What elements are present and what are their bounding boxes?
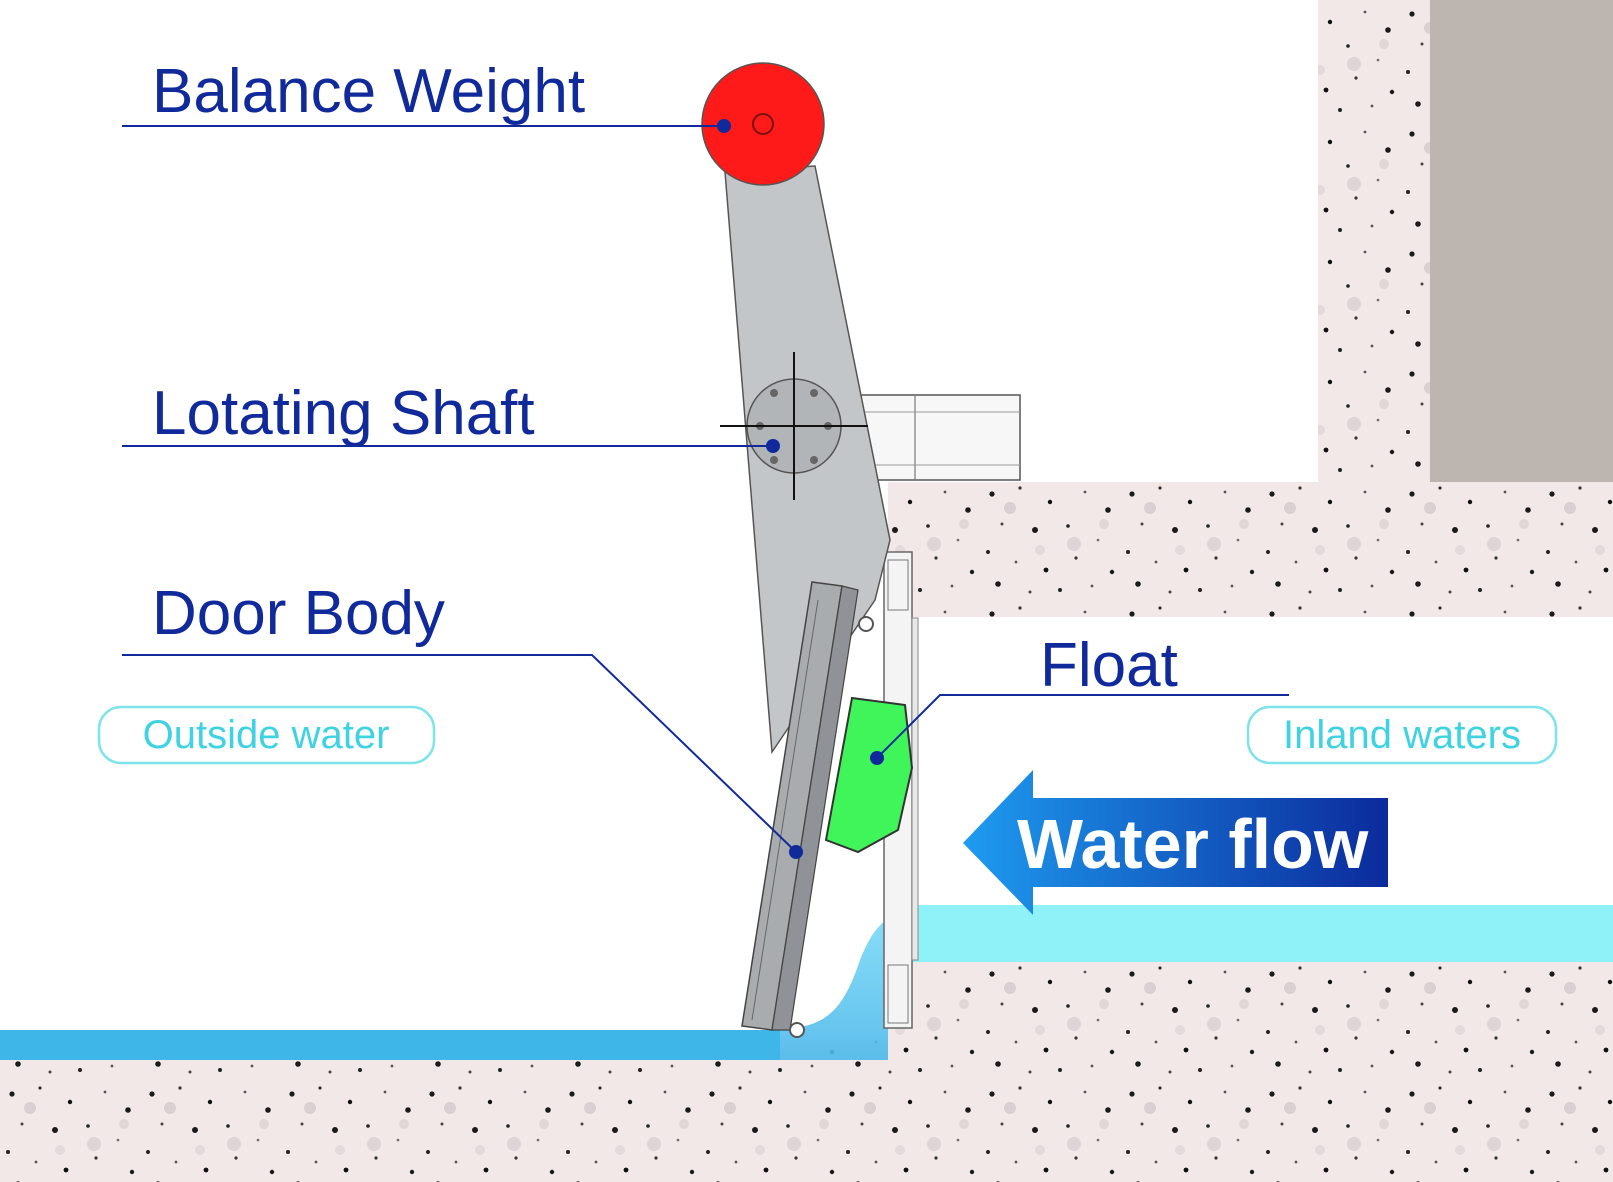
pill-outside-water: Outside water [97,705,436,765]
label-inland-waters: Inland waters [1283,713,1521,757]
label-balance-weight: Balance Weight [152,57,585,126]
frame-post-bottom-bracket [887,964,909,1024]
inland-water-surface [900,905,1613,962]
label-water-flow: Water flow [1017,805,1369,883]
label-rotating-shaft: Lotating Shaft [152,379,535,448]
door-body-assembly [741,581,874,1038]
outside-water-channel [0,1030,780,1060]
arrow-left-icon [963,770,1388,915]
leader-dots [717,119,884,859]
leader-lines [122,125,1289,853]
door-hinge-bottom [789,1022,805,1038]
water-flow-arrow: Water flow [963,770,1388,915]
float-body [824,696,914,854]
door-hinge-top [858,616,874,632]
concrete-ledge [888,482,1613,617]
frame-post-top-bracket [887,559,909,611]
frame-rail [911,617,919,961]
leader-door-body [122,654,797,853]
balance-weight [701,62,825,186]
pill-inland-waters: Inland waters [1246,705,1558,765]
label-door-body: Door Body [152,579,445,648]
wall-panel [1430,0,1613,482]
concrete-floor [0,1040,1613,1182]
water [0,905,1613,1060]
label-outside-water: Outside water [143,713,390,757]
leader-float [876,694,1289,759]
balance-weight-disc [701,62,825,186]
label-float: Float [1040,631,1178,700]
concrete-inland-floor [888,960,1613,1050]
